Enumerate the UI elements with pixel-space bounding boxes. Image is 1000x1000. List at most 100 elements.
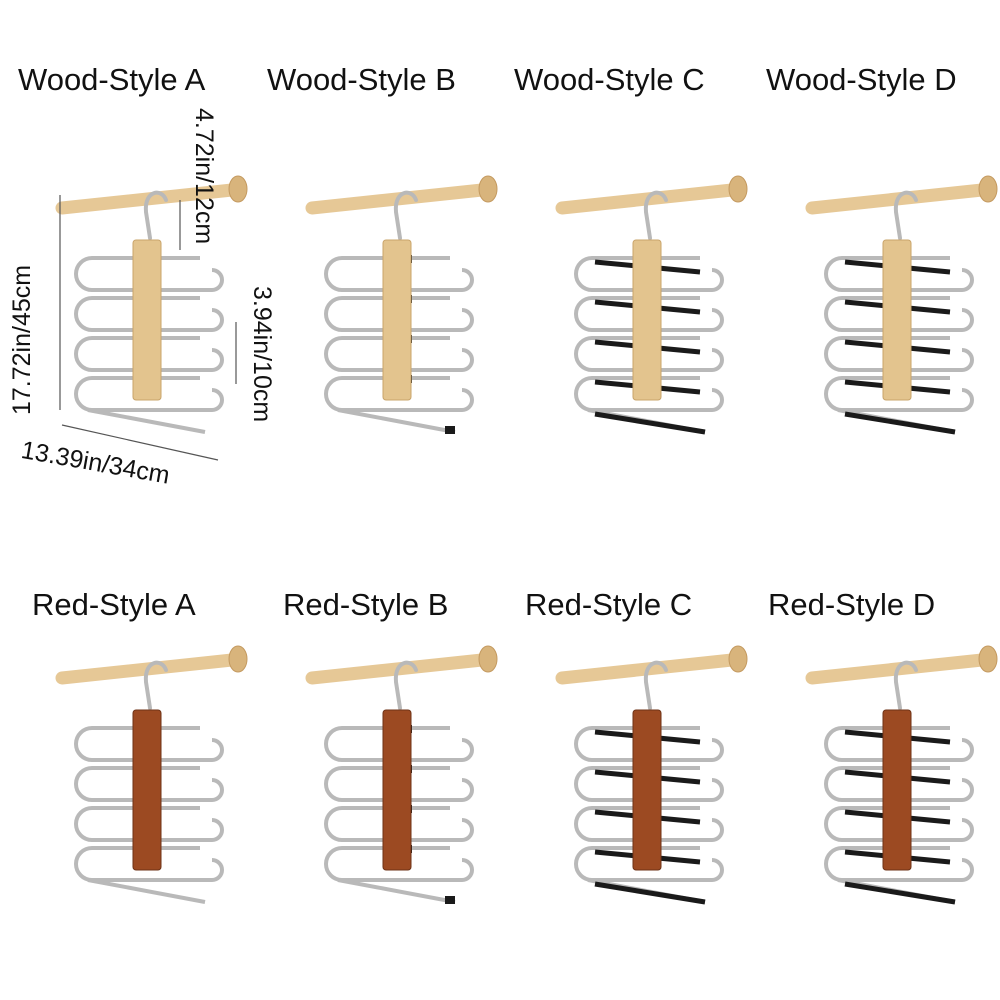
rod-end-cap: [978, 175, 998, 203]
metal-loop: [824, 336, 962, 372]
metal-loop: [324, 256, 462, 292]
hanger-block: [882, 709, 912, 871]
metal-loop: [574, 766, 712, 802]
loop-end: [961, 388, 974, 412]
metal-loop: [324, 336, 462, 372]
metal-loop: [824, 806, 962, 842]
hanger-wood-style-c: [500, 150, 750, 450]
loop-end: [711, 268, 724, 292]
hook: [893, 660, 918, 710]
metal-loop: [324, 376, 462, 412]
loop-end: [461, 738, 474, 762]
loop-end: [211, 268, 224, 292]
bottom-bar: [337, 408, 456, 434]
loop-end: [711, 778, 724, 802]
metal-loop: [74, 726, 212, 762]
bar-tip: [445, 426, 455, 434]
rod-end-cap: [478, 175, 498, 203]
loop-end: [711, 818, 724, 842]
loop-end: [211, 308, 224, 332]
rod-end-cap: [478, 645, 498, 673]
metal-loop: [74, 766, 212, 802]
metal-loop: [74, 846, 212, 882]
black-bar: [844, 881, 956, 905]
black-bar: [594, 881, 706, 905]
hanger-illustration: [555, 645, 748, 905]
metal-loop: [574, 726, 712, 762]
loop-end: [211, 818, 224, 842]
hanger-illustration: [805, 645, 998, 905]
loop-end: [961, 778, 974, 802]
metal-loop: [324, 726, 462, 762]
hanger-illustration: [555, 175, 748, 435]
metal-loop: [74, 806, 212, 842]
hanger-block: [632, 239, 662, 401]
metal-loop: [74, 376, 212, 412]
label-wood-style-a: Wood-Style A: [18, 62, 206, 97]
hanger-red-style-c: [500, 620, 750, 920]
rod-end-cap: [228, 175, 248, 203]
loop-end: [211, 388, 224, 412]
metal-loop: [74, 256, 212, 292]
label-red-style-a: Red-Style A: [32, 587, 196, 622]
hook-dimension-label: 4.72in/12cm: [190, 108, 218, 245]
loop-end: [961, 818, 974, 842]
metal-loop: [824, 256, 962, 292]
metal-loop: [574, 806, 712, 842]
metal-loop: [574, 846, 712, 882]
label-red-style-d: Red-Style D: [768, 587, 936, 622]
black-bar: [844, 411, 956, 435]
metal-loop: [824, 296, 962, 332]
metal-loop: [824, 766, 962, 802]
bar-tip: [445, 896, 455, 904]
hanger-red-style-b: [250, 620, 500, 920]
loop-end: [961, 348, 974, 372]
hanger-block: [632, 709, 662, 871]
rod-end-cap: [728, 175, 748, 203]
rod-end-cap: [728, 645, 748, 673]
metal-loop: [574, 296, 712, 332]
hanger-block: [382, 239, 412, 401]
loop-end: [461, 388, 474, 412]
bottom-bar: [87, 878, 206, 904]
label-wood-style-d: Wood-Style D: [766, 62, 957, 97]
hanger-wood-style-b: [250, 150, 500, 450]
loop-end: [961, 858, 974, 882]
loop-end: [211, 348, 224, 372]
hook: [643, 190, 668, 240]
metal-loop: [324, 296, 462, 332]
metal-loop: [824, 846, 962, 882]
hook: [393, 660, 418, 710]
loop-end: [461, 348, 474, 372]
metal-loop: [324, 766, 462, 802]
hanger-block: [132, 239, 162, 401]
hook: [893, 190, 918, 240]
height-dimension-label: 17.72in/45cm: [8, 264, 36, 415]
metal-loop: [324, 806, 462, 842]
label-wood-style-c: Wood-Style C: [514, 62, 705, 97]
hanger-red-style-d: [750, 620, 1000, 920]
label-wood-style-b: Wood-Style B: [267, 62, 456, 97]
loop-end: [711, 738, 724, 762]
loop-end: [711, 858, 724, 882]
hook: [143, 660, 168, 710]
label-red-style-c: Red-Style C: [525, 587, 693, 622]
hanger-block: [132, 709, 162, 871]
metal-loop: [574, 256, 712, 292]
hanger-block: [882, 239, 912, 401]
metal-loop: [74, 296, 212, 332]
loop-end: [461, 778, 474, 802]
hanger-block: [382, 709, 412, 871]
metal-loop: [324, 846, 462, 882]
hanger-wood-style-d: [750, 150, 1000, 450]
bottom-bar: [337, 878, 456, 904]
label-red-style-b: Red-Style B: [283, 587, 449, 622]
loop-end: [961, 738, 974, 762]
black-bar: [594, 411, 706, 435]
loop-end: [461, 818, 474, 842]
metal-loop: [824, 726, 962, 762]
rod-end-cap: [228, 645, 248, 673]
loop-end: [461, 308, 474, 332]
hanger-red-style-a: [0, 620, 250, 920]
rod-end-cap: [978, 645, 998, 673]
